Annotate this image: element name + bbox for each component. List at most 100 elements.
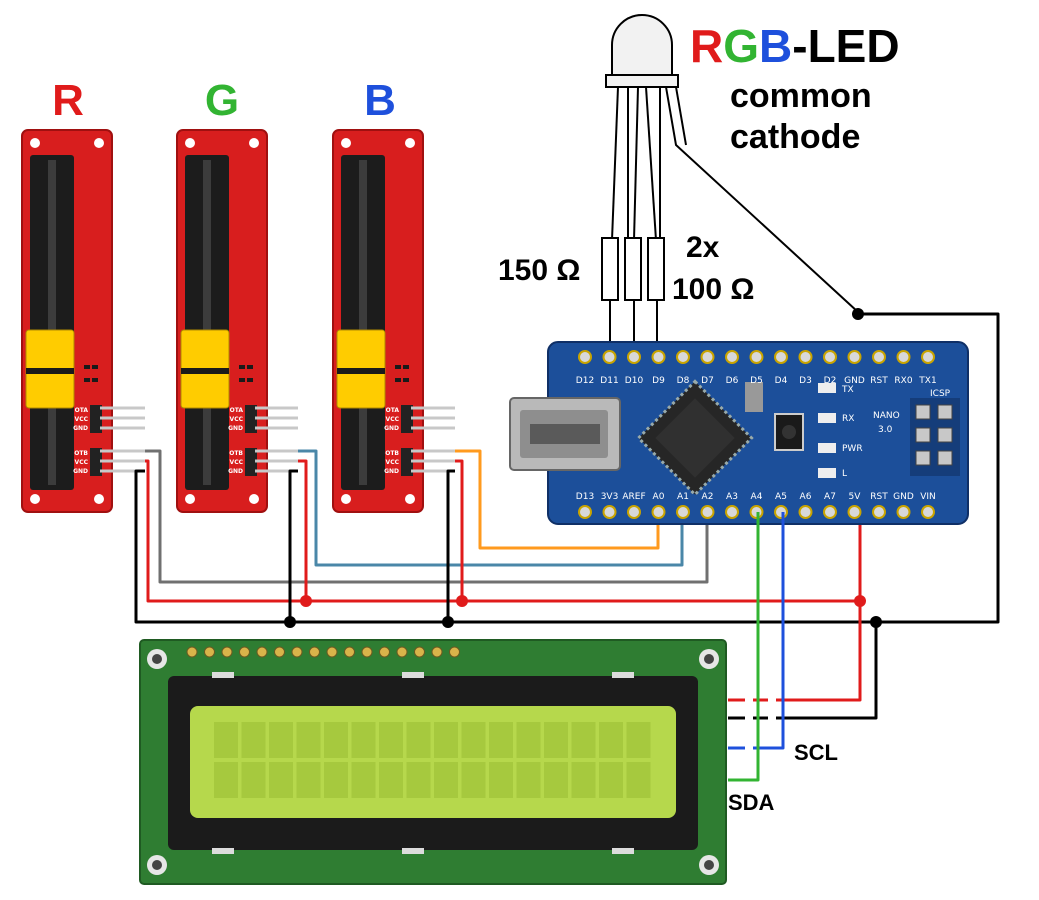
lcd-character-cell <box>379 762 403 798</box>
lcd-wire-gaps <box>745 694 776 754</box>
led-title-r: R <box>690 20 723 72</box>
sda-label: SDA <box>728 790 775 815</box>
lcd-character-cell <box>351 722 376 758</box>
slider-r-pin-gnd-bottom: GND <box>73 468 88 475</box>
nano-bottom-pin-label: A2 <box>702 492 714 502</box>
resistors <box>601 237 665 355</box>
slider-b-pin-gnd-top: GND <box>384 425 399 432</box>
slider-r-pin-gnd-top: GND <box>73 425 88 432</box>
nano-bottom-pin-label: 5V <box>849 492 862 502</box>
lcd-header-pin <box>344 646 355 658</box>
lcd-header-pin <box>396 646 408 658</box>
nano-bottom-pin-label: A0 <box>653 492 665 502</box>
lcd-character-cell <box>214 722 238 758</box>
wire-b-signal <box>455 449 660 550</box>
slider-b-pin-ota: OTA <box>386 407 400 414</box>
nano-top-pin-label: D2 <box>824 376 837 386</box>
lcd-character-cell <box>571 762 596 798</box>
nano-top-header-hole <box>872 350 886 364</box>
lcd-character-cell <box>434 762 458 798</box>
resistor-150 <box>601 237 619 301</box>
nano-bottom-pin-label: A3 <box>726 492 738 502</box>
resistor-label-150: 150 Ω <box>498 254 580 287</box>
wire-gnd-r <box>134 312 1000 624</box>
wire-g-signal <box>298 449 684 567</box>
nano-bottom-header-hole <box>700 505 715 519</box>
rgb-led <box>605 14 859 313</box>
nano-top-header-hole <box>896 350 911 364</box>
nano-model-version: 3.0 <box>878 425 893 435</box>
lcd-character-cell <box>296 722 321 758</box>
lcd-character-cell <box>489 722 513 758</box>
lcd-character-cell <box>269 762 293 798</box>
nano-top-header-hole <box>798 350 813 364</box>
nano-bottom-header-hole <box>676 505 690 519</box>
nano-bottom-header-hole <box>921 505 935 519</box>
resistor-label-100: 100 Ω <box>672 273 754 306</box>
slider-g-pin-otb: OTB <box>229 450 243 457</box>
nano-bottom-pin-label: A4 <box>751 492 763 502</box>
lcd-character-cell <box>544 722 568 758</box>
slider-r-pin-ota: OTA <box>75 407 89 414</box>
nano-label-pwr: PWR <box>842 444 863 454</box>
lcd-character-cell <box>324 762 348 798</box>
nano-label-l: L <box>842 469 847 479</box>
lcd-character-cell <box>571 722 596 758</box>
nano-top-header-hole <box>725 350 739 364</box>
lcd-header-pin <box>431 646 443 658</box>
resistor-100-a <box>624 237 642 301</box>
lcd-header-pin <box>291 646 303 658</box>
slider-module-b: OTA VCC GND OTB VCC GND <box>332 129 455 513</box>
nano-bottom-header-hole <box>798 505 813 519</box>
slider-label-r: R <box>52 76 84 125</box>
nano-top-header-hole <box>676 350 690 364</box>
lcd-character-cell <box>599 722 623 758</box>
lcd-character-cell <box>599 762 623 798</box>
lcd-character-cell <box>296 762 321 798</box>
nano-top-header-hole <box>651 350 666 364</box>
nano-top-pin-label: D4 <box>775 376 788 386</box>
nano-bottom-pin-label: VIN <box>920 492 936 502</box>
nano-bottom-header-hole <box>847 505 862 519</box>
nano-bottom-header-hole <box>774 505 788 519</box>
nano-bottom-pin-label: 3V3 <box>601 492 619 502</box>
nano-top-header-hole <box>921 350 935 364</box>
slider-g-pin-ota: OTA <box>230 407 244 414</box>
wire-r-signal <box>145 449 709 584</box>
lcd-header-pin <box>414 646 425 658</box>
nano-top-pin-label: GND <box>844 376 865 386</box>
nano-top-pin-label: RST <box>870 376 888 386</box>
led-title-g: G <box>723 20 759 72</box>
lcd-character-cell <box>461 762 486 798</box>
lcd-header-pin <box>204 646 215 658</box>
lcd-character-cell <box>379 722 403 758</box>
lcd-character-cell <box>489 762 513 798</box>
nano-bottom-pin-label: A7 <box>824 492 836 502</box>
scl-label: SCL <box>794 740 838 765</box>
lcd-character-cell <box>516 762 541 798</box>
nano-top-header-hole <box>602 350 617 364</box>
lcd-character-cell <box>434 722 458 758</box>
lcd-header-pin <box>221 646 233 658</box>
wire-vcc-r <box>145 459 862 603</box>
nano-top-header-hole <box>847 350 862 364</box>
slider-module-r: OTA VCC GND OTB VCC GND <box>21 129 145 513</box>
nano-top-pin-label: TX1 <box>918 376 936 386</box>
slider-r-pin-vcc-bottom: VCC <box>75 459 89 466</box>
lcd-header-pin <box>379 646 390 658</box>
lcd-character-cell <box>214 762 238 798</box>
resistor-label-2x: 2x <box>686 231 720 264</box>
slider-g-pin-gnd-bottom: GND <box>228 468 243 475</box>
nano-bottom-header-hole <box>578 505 592 519</box>
lcd-header-pin <box>239 646 250 658</box>
lcd-character-cell <box>324 722 348 758</box>
nano-label-tx: TX <box>841 385 854 395</box>
lcd-header-pin <box>309 646 320 658</box>
nano-top-header-hole <box>774 350 788 364</box>
slider-label-b: B <box>364 76 396 125</box>
nano-label-rx: RX <box>842 414 854 424</box>
nano-top-pin-label: D7 <box>701 376 714 386</box>
nano-top-header-hole <box>700 350 715 364</box>
